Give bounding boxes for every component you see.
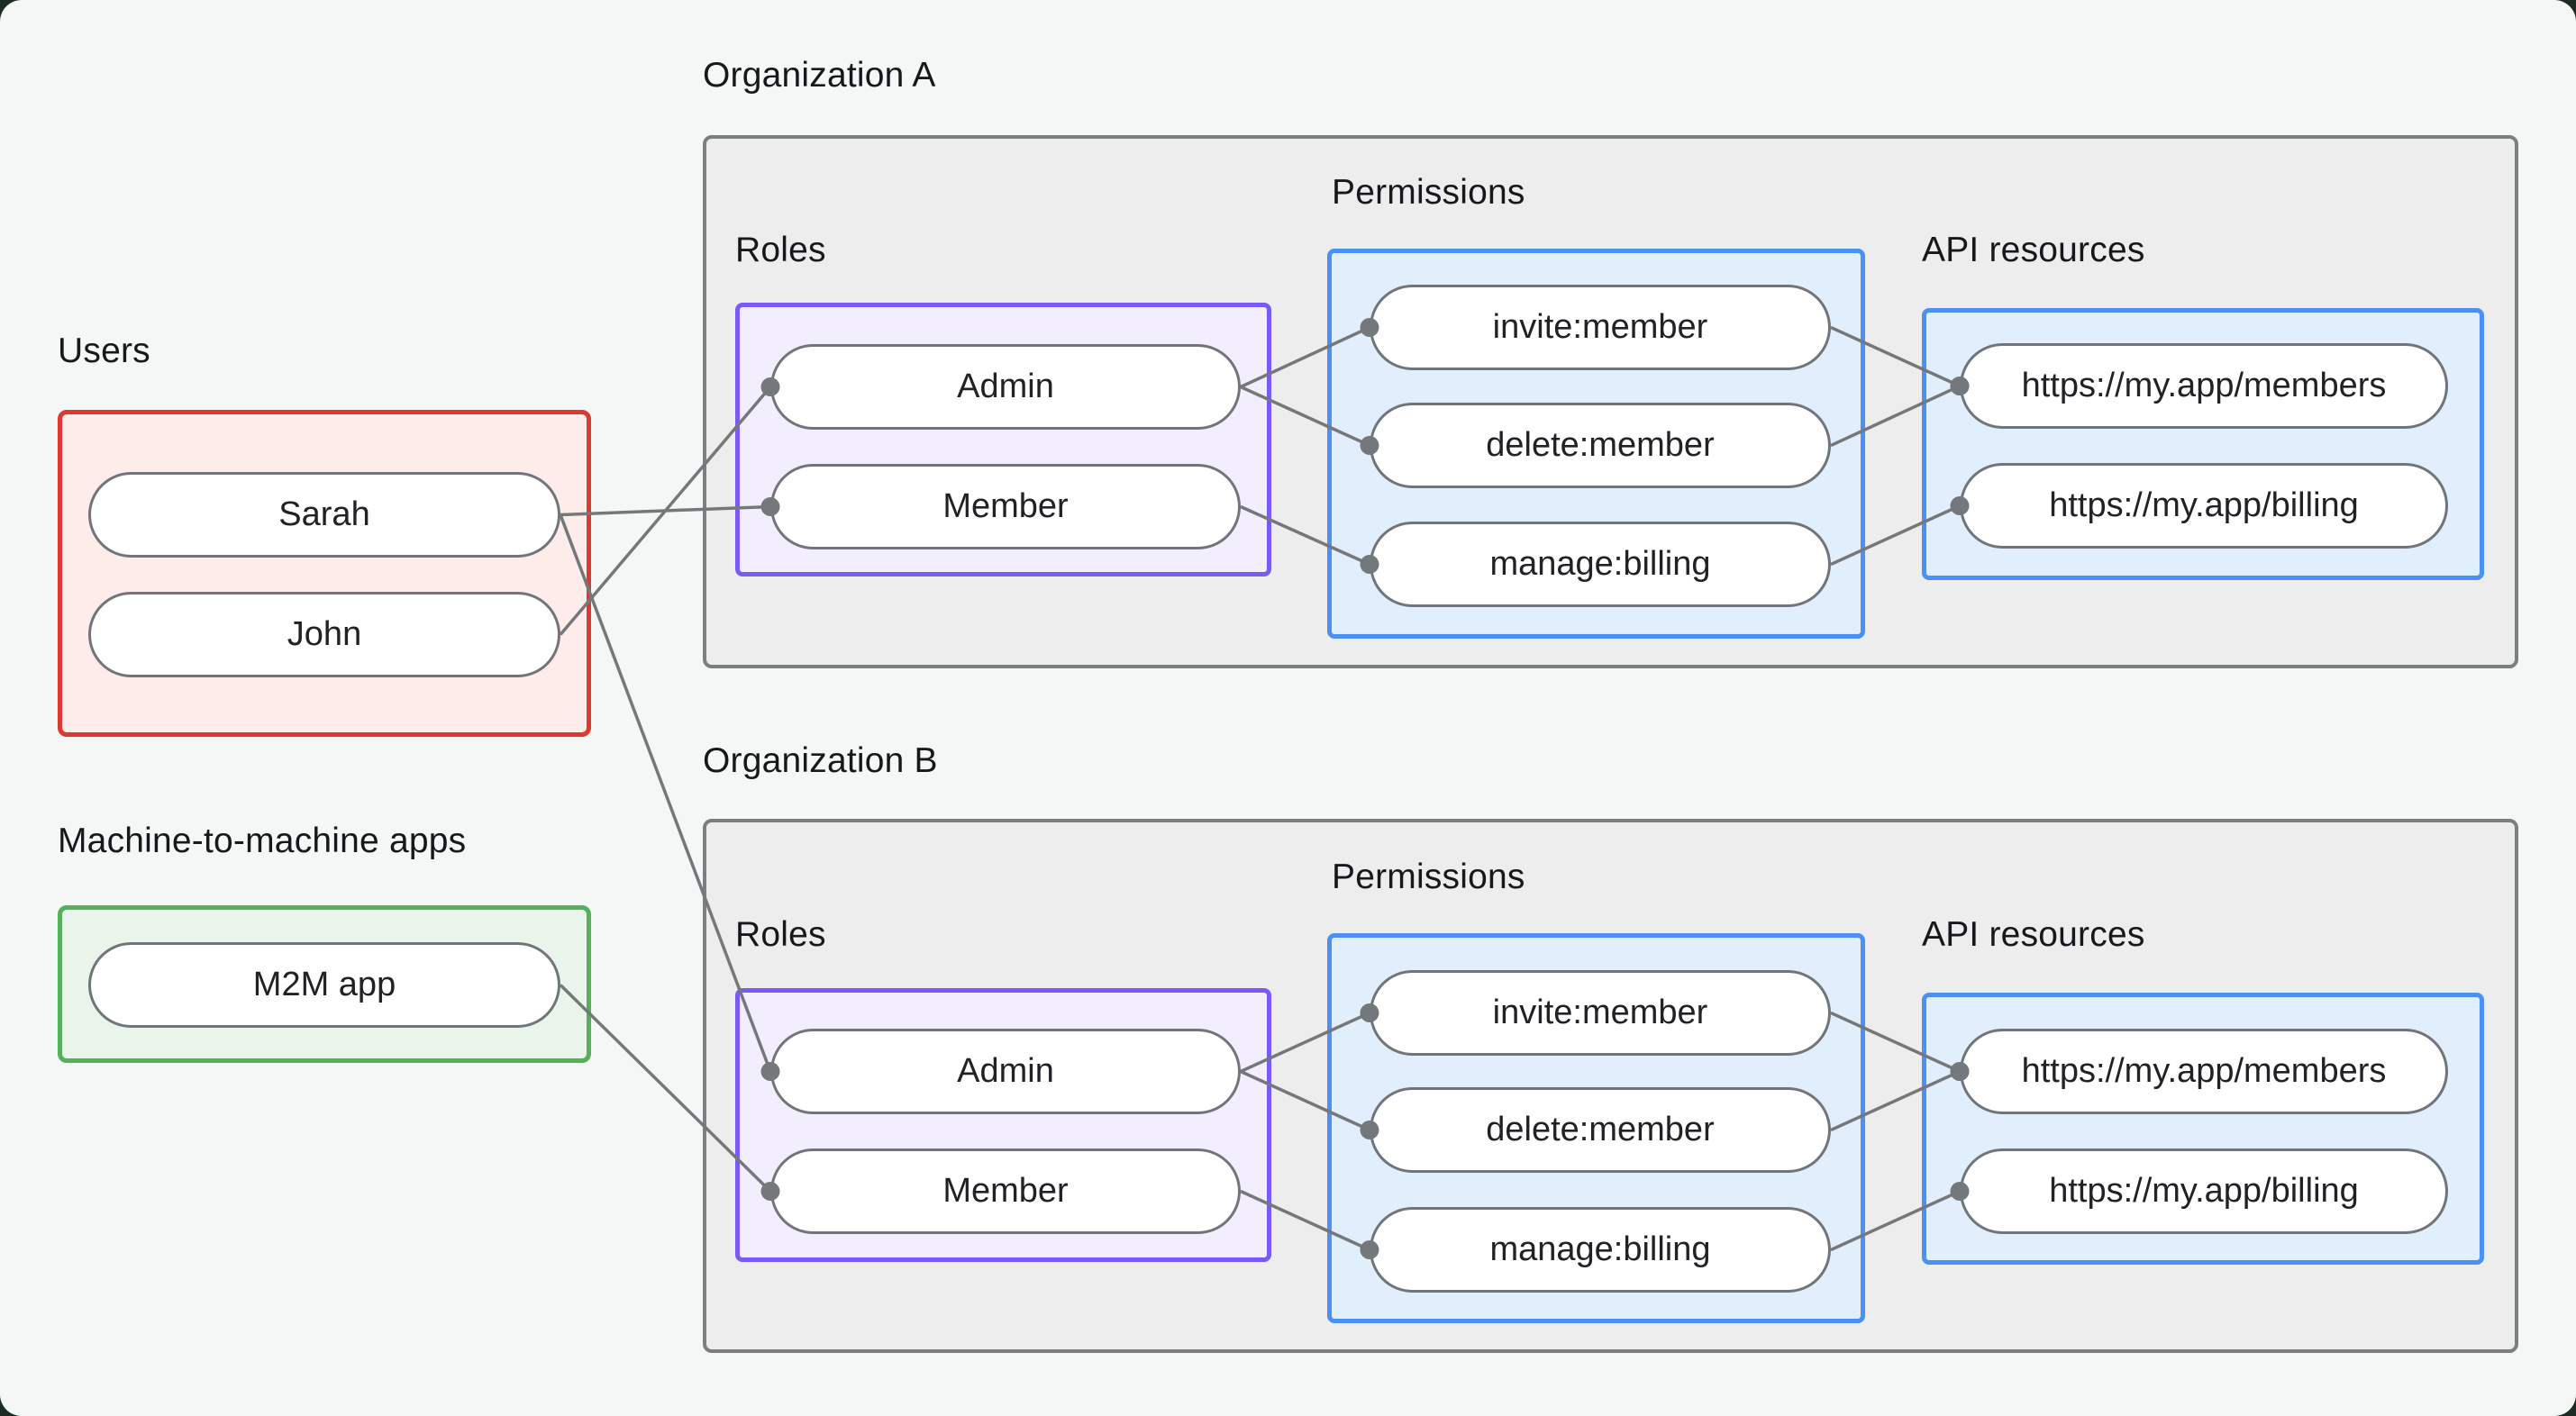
org-a-permission-delete-node: delete:member xyxy=(1370,403,1831,488)
org-b-permissions-label: Permissions xyxy=(1332,858,1525,896)
org-a-permission-invite-node: invite:member xyxy=(1370,285,1831,370)
org-b-role-admin-node: Admin xyxy=(770,1029,1241,1114)
org-b-title: Organization B xyxy=(703,741,938,780)
org-b-permission-delete-node: delete:member xyxy=(1370,1087,1831,1173)
org-b-role-member-node: Member xyxy=(770,1148,1241,1234)
org-a-permissions-label: Permissions xyxy=(1332,173,1525,212)
org-b-permission-manage-node: manage:billing xyxy=(1370,1207,1831,1293)
m2m-app-node: M2M app xyxy=(88,942,560,1028)
users-group-box xyxy=(58,410,591,737)
org-b-roles-label: Roles xyxy=(735,915,826,954)
org-a-api-billing-node: https://my.app/billing xyxy=(1960,463,2448,549)
org-a-api-members-node: https://my.app/members xyxy=(1960,343,2448,429)
users-group-label: Users xyxy=(58,331,150,370)
m2m-group-label: Machine-to-machine apps xyxy=(58,821,467,860)
org-a-permission-manage-node: manage:billing xyxy=(1370,522,1831,607)
org-b-api-billing-node: https://my.app/billing xyxy=(1960,1148,2448,1234)
org-a-roles-label: Roles xyxy=(735,231,826,269)
org-a-title: Organization A xyxy=(703,56,936,95)
user-node-sarah: Sarah xyxy=(88,472,560,558)
org-b-permission-invite-node: invite:member xyxy=(1370,970,1831,1056)
org-b-api-members-node: https://my.app/members xyxy=(1960,1029,2448,1114)
org-b-api-resources-label: API resources xyxy=(1922,915,2145,954)
org-a-role-admin-node: Admin xyxy=(770,344,1241,430)
user-node-john: John xyxy=(88,592,560,677)
org-a-role-member-node: Member xyxy=(770,464,1241,549)
org-a-api-resources-label: API resources xyxy=(1922,231,2145,269)
